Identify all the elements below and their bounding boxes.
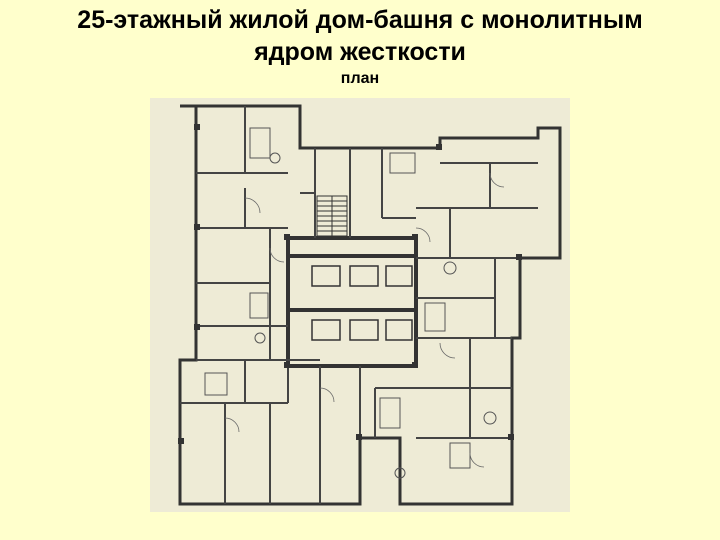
slide-title-line-1: 25-этажный жилой дом-башня с монолитным	[77, 6, 643, 34]
columns	[178, 124, 522, 444]
slide-subtitle: план	[340, 70, 380, 87]
bathroom-fixtures	[204, 127, 497, 479]
slide-title-line-2: ядром жесткости	[254, 38, 466, 66]
door-swings	[224, 172, 505, 468]
staircase	[316, 195, 348, 237]
elevators	[311, 265, 413, 341]
core-walls	[286, 236, 418, 368]
slide-title: 25-этажный жилой дом-башня с монолитным …	[0, 4, 720, 68]
floor-plan-drawing	[150, 98, 570, 512]
floor-plan-image	[150, 98, 570, 512]
